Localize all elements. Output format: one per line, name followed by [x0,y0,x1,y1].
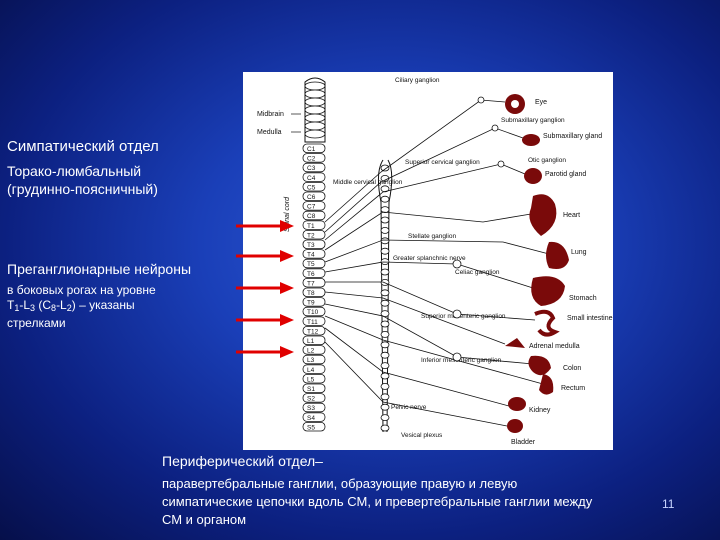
peripheral-title: Периферический отдел– [162,452,323,470]
red-arrow-head [280,346,294,358]
red-arrow-head [280,250,294,262]
red-arrow-head [280,282,294,294]
peripheral-description: паравертебральные ганглии, образующие пр… [162,475,602,529]
red-arrow-head [280,220,294,232]
page-number: 11 [662,497,674,511]
red-arrow-head [280,314,294,326]
